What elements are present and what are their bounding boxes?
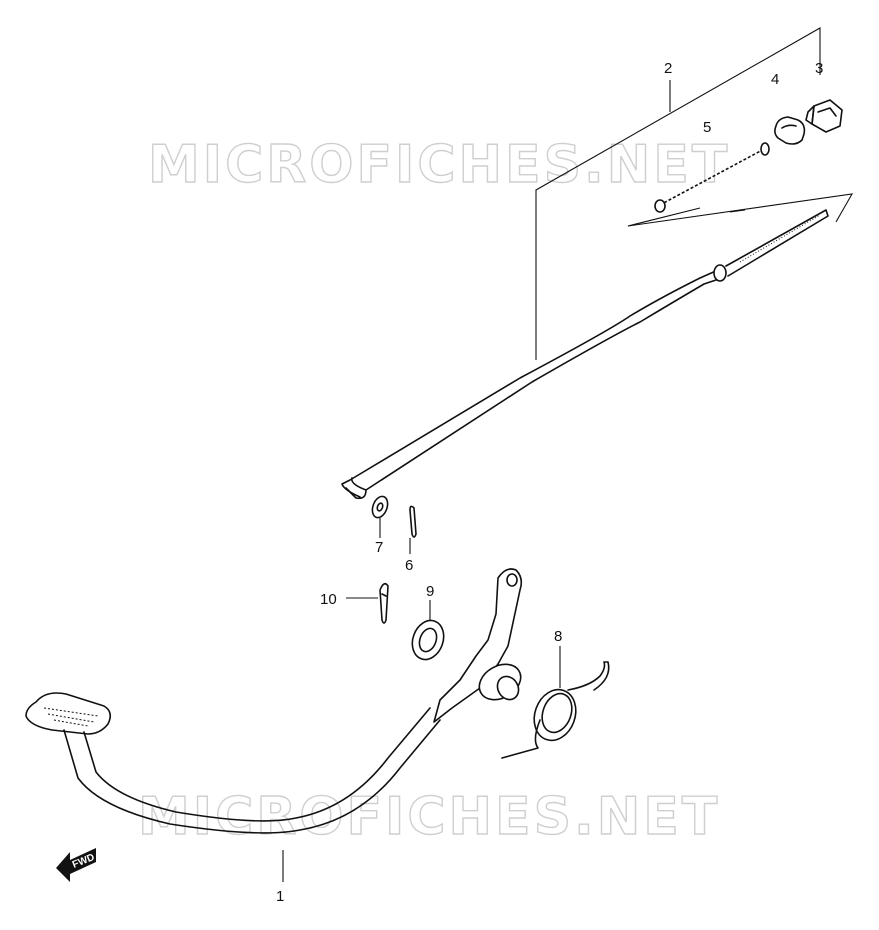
brake-rod — [341, 209, 829, 500]
callout-5: 5 — [703, 119, 711, 136]
callout-4: 4 — [771, 71, 779, 88]
callout-8: 8 — [554, 628, 562, 645]
washer-lower — [411, 619, 445, 661]
washer-upper — [371, 495, 389, 519]
fwd-label: FWD — [71, 852, 96, 871]
spring-bracket — [627, 193, 854, 227]
rod-assembly-bracket — [535, 27, 821, 360]
brake-pedal — [25, 568, 523, 834]
cotter-pin-upper — [409, 505, 417, 538]
callout-6: 6 — [405, 557, 413, 574]
callout-2: 2 — [664, 60, 672, 77]
joint — [774, 116, 806, 145]
callout-10: 10 — [320, 591, 337, 608]
watermark-bottom: MICROFICHES.NET — [138, 787, 720, 847]
rod-spring — [654, 142, 770, 213]
watermark-top: MICROFICHES.NET — [148, 135, 730, 195]
return-spring — [501, 661, 610, 759]
callout-3: 3 — [815, 60, 823, 77]
adjusting-nut — [805, 99, 843, 133]
forward-arrow-icon: FWD — [56, 848, 96, 882]
callout-9: 9 — [426, 583, 434, 600]
cotter-pin-lower — [379, 582, 389, 624]
callout-1: 1 — [276, 888, 284, 905]
callout-7: 7 — [375, 539, 383, 556]
